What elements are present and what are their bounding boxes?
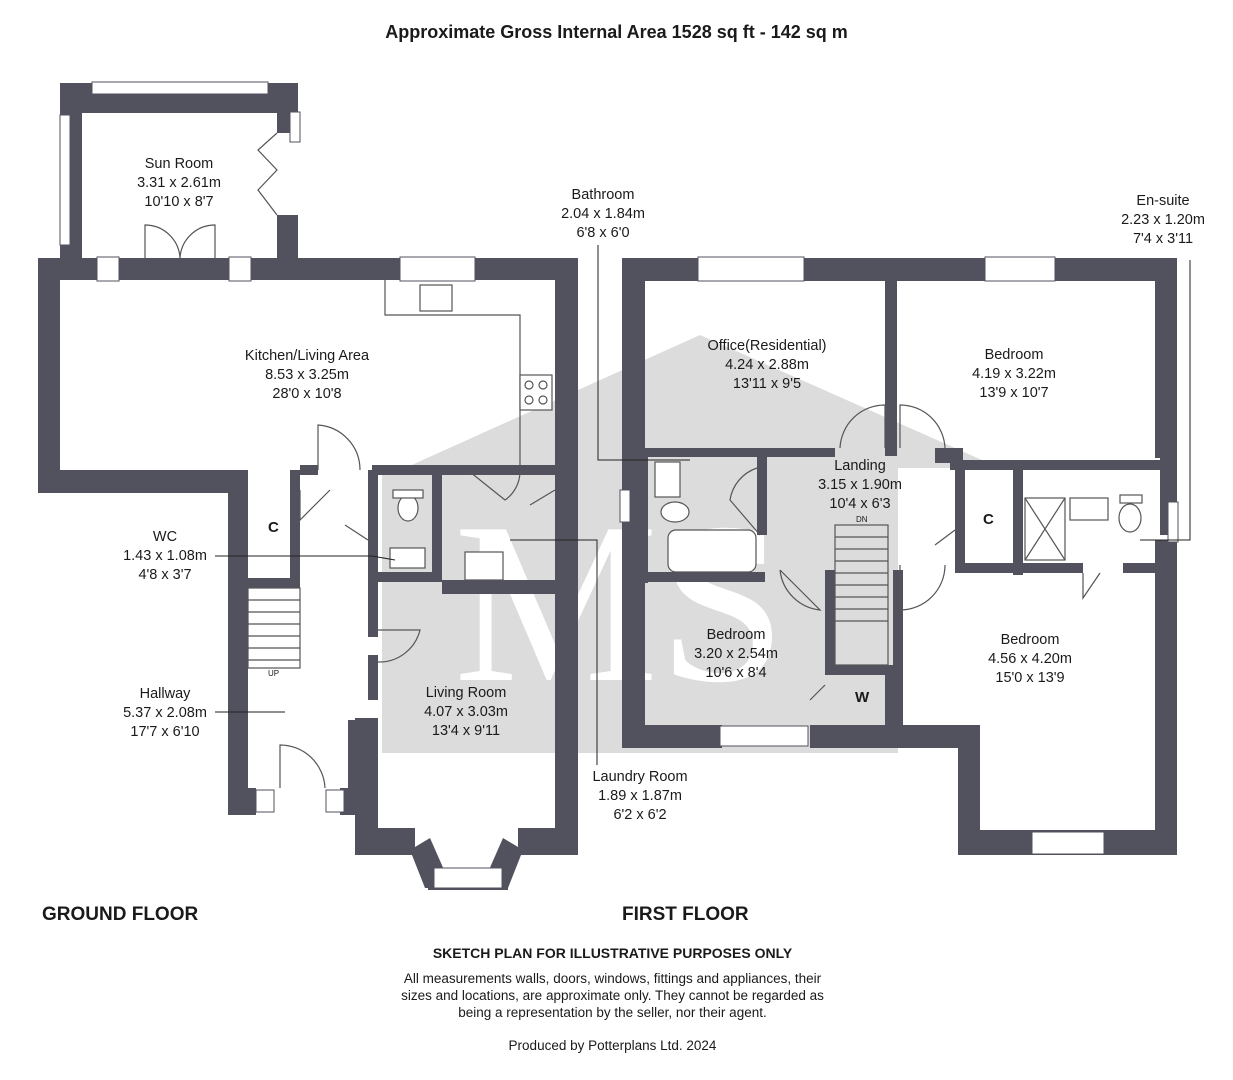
room-metric: 3.31 x 2.61m bbox=[137, 175, 221, 191]
room-metric: 4.24 x 2.88m bbox=[725, 357, 809, 373]
room-name: Sun Room bbox=[144, 156, 214, 172]
cupboard-label-ground: C bbox=[268, 519, 279, 536]
room-metric: 2.23 x 1.20m bbox=[1121, 212, 1205, 228]
first-floor-fixtures bbox=[654, 461, 1143, 666]
first-floor-walls bbox=[622, 258, 1177, 855]
room-imperial: 10'4 x 6'3 bbox=[829, 496, 891, 512]
cupboard-label-first: C bbox=[983, 511, 994, 528]
room-imperial: 13'9 x 10'7 bbox=[979, 385, 1049, 401]
room-metric: 4.19 x 3.22m bbox=[972, 366, 1056, 382]
room-imperial: 7'4 x 3'11 bbox=[1132, 231, 1194, 247]
room-imperial: 4'8 x 3'7 bbox=[138, 567, 192, 583]
wardrobe-label: W bbox=[855, 689, 870, 706]
room-name: WC bbox=[152, 529, 178, 545]
room-name: Bedroom bbox=[1000, 632, 1060, 648]
page-title: Approximate Gross Internal Area 1528 sq … bbox=[385, 22, 848, 42]
room-name: Bathroom bbox=[571, 187, 635, 203]
room-bedroom-1: Bedroom 4.19 x 3.22m 13'9 x 10'7 bbox=[972, 346, 1056, 403]
room-name: Landing bbox=[834, 458, 886, 474]
room-office: Office(Residential) 4.24 x 2.88m 13'11 x… bbox=[707, 337, 826, 394]
room-metric: 5.37 x 2.08m bbox=[123, 705, 207, 721]
room-imperial: 13'11 x 9'5 bbox=[732, 376, 802, 392]
room-metric: 3.15 x 1.90m bbox=[818, 477, 902, 493]
room-name: Laundry Room bbox=[592, 769, 688, 785]
room-metric: 3.20 x 2.54m bbox=[694, 646, 778, 662]
room-metric: 1.89 x 1.87m bbox=[598, 788, 682, 804]
room-name: En-suite bbox=[1136, 193, 1190, 209]
room-imperial: 28'0 x 10'8 bbox=[272, 386, 342, 402]
first-floor-label: FIRST FLOOR bbox=[622, 904, 749, 925]
disclaimer-heading: SKETCH PLAN FOR ILLUSTRATIVE PURPOSES ON… bbox=[432, 945, 793, 961]
room-name: Bedroom bbox=[984, 347, 1044, 363]
room-metric: 4.56 x 4.20m bbox=[988, 651, 1072, 667]
first-floor-leaders bbox=[597, 245, 1191, 541]
room-hallway: Hallway 5.37 x 2.08m 17'7 x 6'10 bbox=[123, 685, 207, 742]
disclaimer-line-2: sizes and locations, are approximate onl… bbox=[401, 988, 824, 1003]
room-living-room: Living Room 4.07 x 3.03m 13'4 x 9'11 bbox=[424, 684, 508, 741]
room-imperial: 17'7 x 6'10 bbox=[130, 724, 200, 740]
disclaimer-line-3: being a representation by the seller, no… bbox=[458, 1005, 767, 1020]
room-name: Hallway bbox=[139, 686, 191, 702]
disclaimer-line-1: All measurements walls, doors, windows, … bbox=[403, 971, 822, 986]
room-metric: 1.43 x 1.08m bbox=[123, 548, 207, 564]
room-metric: 8.53 x 3.25m bbox=[265, 367, 349, 383]
room-imperial: 13'4 x 9'11 bbox=[431, 723, 501, 739]
ground-floor-label: GROUND FLOOR bbox=[42, 904, 199, 925]
room-bedroom-3: Bedroom 4.56 x 4.20m 15'0 x 13'9 bbox=[988, 631, 1072, 688]
stairs-up-label: UP bbox=[268, 669, 280, 678]
room-bedroom-2: Bedroom 3.20 x 2.54m 10'6 x 8'4 bbox=[694, 626, 778, 683]
credit-text: Produced by Potterplans Ltd. 2024 bbox=[508, 1038, 717, 1053]
room-wc: WC 1.43 x 1.08m 4'8 x 3'7 bbox=[123, 528, 207, 585]
room-metric: 2.04 x 1.84m bbox=[561, 206, 645, 222]
room-bathroom: Bathroom 2.04 x 1.84m 6'8 x 6'0 bbox=[561, 186, 645, 243]
room-sun-room: Sun Room 3.31 x 2.61m 10'10 x 8'7 bbox=[137, 155, 221, 212]
first-floor-doors bbox=[729, 404, 1101, 701]
room-name: Kitchen/Living Area bbox=[244, 348, 370, 364]
ground-floor-windows bbox=[59, 81, 503, 889]
room-imperial: 6'8 x 6'0 bbox=[576, 225, 630, 241]
stairs-down-label: DN bbox=[856, 515, 868, 524]
room-laundry: Laundry Room 1.89 x 1.87m 6'2 x 6'2 bbox=[592, 768, 687, 825]
room-landing: Landing 3.15 x 1.90m 10'4 x 6'3 bbox=[818, 457, 902, 514]
first-floor-windows bbox=[619, 256, 1179, 855]
room-metric: 4.07 x 3.03m bbox=[424, 704, 508, 720]
room-name: Office(Residential) bbox=[707, 338, 827, 354]
room-imperial: 15'0 x 13'9 bbox=[995, 670, 1065, 686]
room-ensuite: En-suite 2.23 x 1.20m 7'4 x 3'11 bbox=[1121, 192, 1205, 249]
ground-floor-doors bbox=[144, 132, 556, 789]
room-name: Living Room bbox=[425, 685, 507, 701]
room-name: Bedroom bbox=[706, 627, 766, 643]
ground-floor-leaders bbox=[215, 539, 598, 765]
ground-floor-fixtures bbox=[247, 280, 553, 669]
room-imperial: 10'6 x 8'4 bbox=[705, 665, 767, 681]
room-imperial: 6'2 x 6'2 bbox=[613, 807, 667, 823]
room-kitchen: Kitchen/Living Area 8.53 x 3.25m 28'0 x … bbox=[245, 347, 369, 404]
room-imperial: 10'10 x 8'7 bbox=[144, 194, 214, 210]
